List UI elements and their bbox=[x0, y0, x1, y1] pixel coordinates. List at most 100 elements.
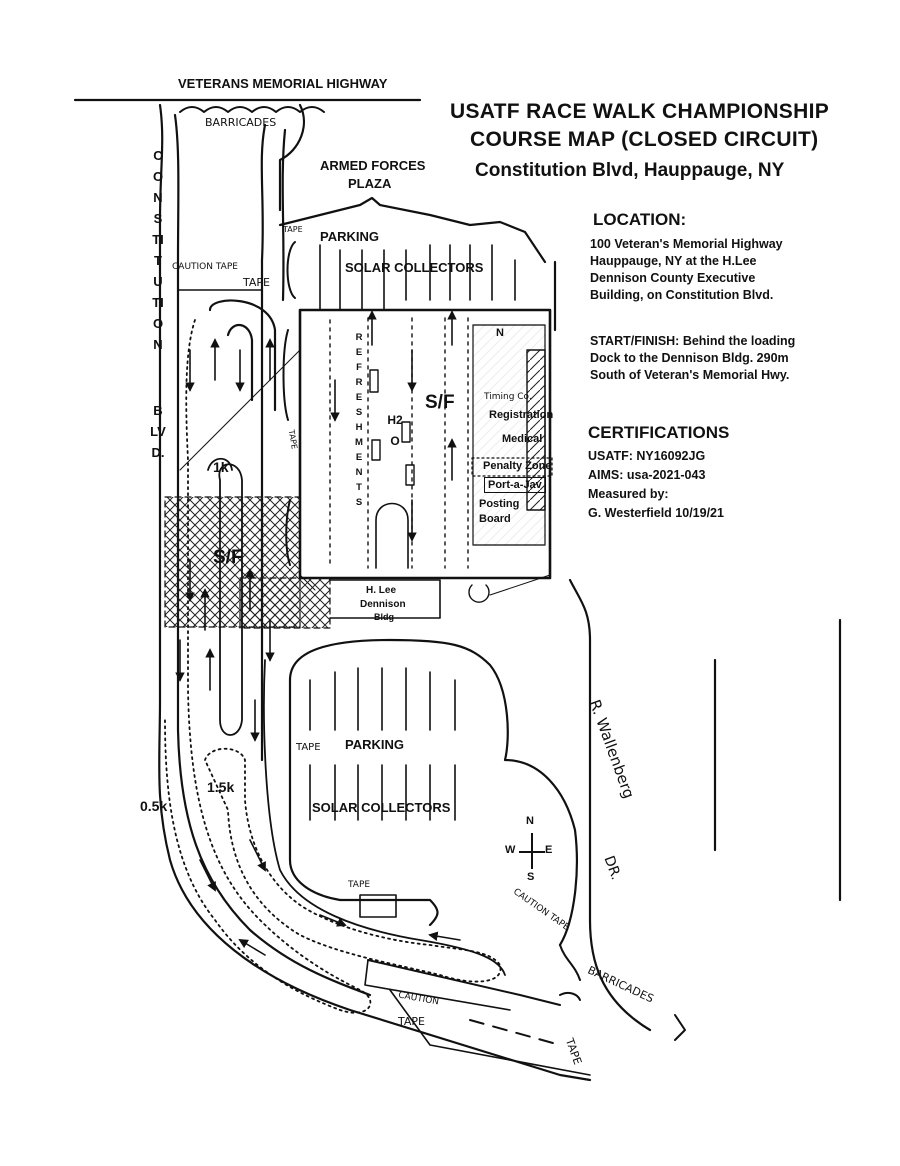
caution-tape-left-label: CAUTION TAPE bbox=[172, 262, 238, 272]
medical-label: Medical bbox=[502, 433, 543, 445]
top-loop bbox=[208, 299, 277, 412]
tape-gate-bracket bbox=[286, 241, 296, 299]
sf-main-label: S/F bbox=[425, 392, 455, 413]
building-lot bbox=[298, 308, 552, 580]
course-loop-south bbox=[263, 659, 506, 976]
dennison-bldg bbox=[329, 579, 441, 619]
location-line: 100 Veteran's Memorial Highway bbox=[590, 237, 783, 251]
arch bbox=[375, 502, 409, 569]
lot-box bbox=[359, 894, 397, 918]
penalty-zone-box bbox=[471, 457, 553, 477]
timing-label: Timing Co. bbox=[484, 392, 532, 402]
start-finish-line: South of Veteran's Memorial Hwy. bbox=[590, 368, 790, 382]
location-line: Dennison County Executive bbox=[590, 271, 756, 285]
registration-label: Registration bbox=[489, 409, 554, 421]
start-finish-line: Dock to the Dennison Bldg. 290m bbox=[590, 351, 789, 365]
compass-e: E bbox=[545, 844, 553, 856]
veterans-highway-label: VETERANS MEMORIAL HIGHWAY bbox=[178, 76, 388, 91]
tape-top-small-label: TAPE bbox=[283, 225, 303, 234]
marker-15k: 1.5k bbox=[207, 779, 235, 795]
arrow-18 bbox=[249, 839, 266, 872]
barricades-top-label: BARRICADES bbox=[205, 116, 277, 129]
tape-left-label: TAPE bbox=[243, 276, 270, 289]
cert-line: AIMS: usa-2021-043 bbox=[588, 468, 706, 482]
main-road-median bbox=[260, 123, 267, 762]
arrow-20 bbox=[319, 914, 347, 927]
course-loop-west bbox=[164, 319, 372, 1014]
dennison-line-2: Dennison bbox=[360, 599, 406, 610]
bottom-parking-stalls bbox=[309, 667, 456, 821]
kiosk-4 bbox=[405, 464, 415, 486]
barricade-bottom bbox=[559, 944, 686, 1041]
marker-1k: 1k bbox=[213, 459, 229, 475]
subtitle: Constitution Blvd, Hauppauge, NY bbox=[475, 160, 785, 181]
bottom-road-2 bbox=[364, 959, 511, 1011]
board-label: Board bbox=[479, 513, 511, 525]
location-lines: 100 Veteran's Memorial Highway Hauppauge… bbox=[590, 236, 783, 304]
posting-label: Posting bbox=[479, 498, 520, 510]
constitution-label: CONSTITUTION bbox=[152, 148, 164, 352]
course-loop-1k bbox=[207, 457, 233, 471]
main-road-inner-west bbox=[173, 113, 372, 997]
port-a-jav-label: Port-a-Jav bbox=[484, 477, 546, 493]
certification-lines: USATF: NY16092JG AIMS: usa-2021-043 Meas… bbox=[588, 447, 724, 523]
cert-line: G. Westerfield 10/19/21 bbox=[588, 506, 724, 520]
arrow-21 bbox=[428, 931, 461, 941]
inset-line-a bbox=[179, 349, 301, 471]
cert-line: Measured by: bbox=[588, 487, 669, 501]
inset-line-c bbox=[489, 574, 551, 596]
barricade-arcs bbox=[179, 106, 325, 113]
arrow-19 bbox=[199, 859, 216, 892]
sf-zone-ext bbox=[239, 577, 331, 629]
title-line-1: USATF RACE WALK CHAMPIONSHIP bbox=[450, 100, 830, 123]
start-finish-lines: START/FINISH: Behind the loading Dock to… bbox=[590, 333, 795, 384]
compass-s: S bbox=[527, 871, 535, 883]
dennison-line-1: H. Lee bbox=[366, 585, 397, 596]
bottom-road-3 bbox=[389, 989, 591, 1076]
location-heading: LOCATION: bbox=[593, 210, 687, 229]
title-line-2: COURSE MAP (CLOSED CIRCUIT) bbox=[470, 128, 819, 151]
armed-forces-label: ARMED FORCES bbox=[320, 158, 426, 173]
tape-bottom-label: TAPE bbox=[398, 1015, 425, 1028]
refreshments-label: REFRESHMENTS bbox=[355, 332, 363, 508]
hatched-strip bbox=[526, 349, 546, 511]
bottom-parking-loop bbox=[288, 638, 578, 947]
right-road-a bbox=[553, 260, 652, 1032]
compass-cross-h bbox=[519, 851, 545, 853]
bottom-road-1 bbox=[367, 959, 561, 1006]
bracket-a bbox=[282, 329, 289, 421]
compass-n: N bbox=[526, 815, 534, 827]
parking-bottom-label: PARKING bbox=[345, 737, 404, 752]
marker-05k: 0.5k bbox=[140, 798, 168, 814]
parking-top-label: PARKING bbox=[320, 229, 379, 244]
bottom-dash bbox=[469, 1019, 561, 1046]
solar-bottom-label: SOLAR COLLECTORS bbox=[312, 800, 451, 815]
driveway-top bbox=[278, 103, 305, 212]
certifications-heading: CERTIFICATIONS bbox=[588, 423, 730, 442]
location-line: Hauppauge, NY at the H.Lee bbox=[590, 254, 757, 268]
dennison-circle bbox=[468, 584, 490, 603]
dennison-line-3: Bldg bbox=[374, 612, 394, 622]
blvd-label: BLVD. bbox=[150, 403, 166, 460]
kiosk-2 bbox=[371, 439, 381, 461]
sf-left-label: S/F bbox=[213, 547, 243, 568]
solar-top-label: SOLAR COLLECTORS bbox=[345, 260, 484, 275]
tape-mid-label: TAPE bbox=[296, 742, 321, 753]
arrow-22 bbox=[238, 939, 266, 956]
bracket-b bbox=[285, 499, 291, 566]
course-loop-mid bbox=[218, 463, 243, 736]
top-parking-stalls bbox=[319, 244, 516, 311]
cert-line: USATF: NY16092JG bbox=[588, 449, 706, 463]
plaza-outline bbox=[278, 196, 547, 264]
compass-rose: N S E W bbox=[505, 815, 561, 887]
top-loop-inner bbox=[226, 324, 254, 402]
plaza-label: PLAZA bbox=[348, 176, 392, 191]
north-small-label: N bbox=[496, 327, 504, 339]
main-road-inner-east bbox=[281, 128, 287, 302]
kiosk-1 bbox=[369, 369, 379, 393]
start-finish-line: START/FINISH: Behind the loading bbox=[590, 334, 796, 348]
compass-w: W bbox=[505, 844, 516, 856]
location-line: Building, on Constitution Blvd. bbox=[590, 288, 774, 302]
penalty-zone-label: Penalty Zone bbox=[483, 460, 552, 472]
